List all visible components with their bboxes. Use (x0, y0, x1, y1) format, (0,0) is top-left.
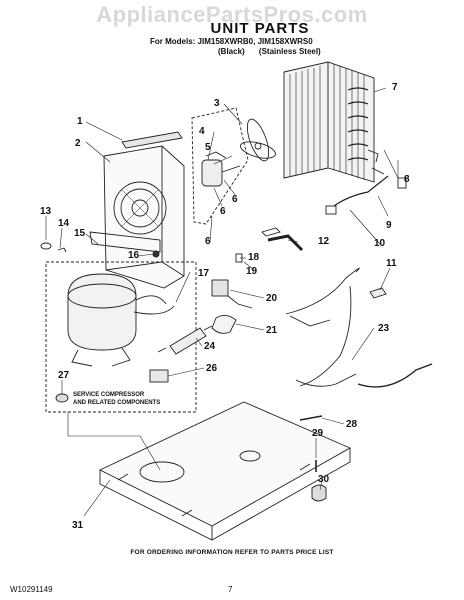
callout-30: 31 (72, 520, 84, 531)
condenser-coil (283, 61, 385, 183)
leveling-foot (311, 484, 327, 502)
gasket-strip (121, 131, 183, 149)
fan-blade (240, 118, 276, 162)
callout-20: 6 (220, 206, 226, 217)
page-title: UNIT PARTS (210, 20, 310, 37)
callout-8: 14 (58, 218, 70, 229)
callout-27: 15 (74, 228, 86, 239)
document-part-number: W10291149 (10, 585, 53, 594)
callout-3: 3 (214, 98, 220, 109)
models-block: For Models: JIM158XWRB0, JIM158XWRS0 (Bl… (150, 37, 390, 57)
callout-13: 28 (346, 419, 358, 430)
shroud-bracket (89, 231, 161, 253)
page-number: 7 (228, 585, 233, 594)
compressor (67, 273, 175, 367)
ordering-note: FOR ORDERING INFORMATION REFER TO PARTS … (130, 549, 334, 556)
callout-4: 6 (205, 236, 211, 247)
callout-16: 21 (266, 325, 278, 336)
callout-6-low: 29 (312, 428, 324, 439)
drier (157, 325, 213, 355)
callout-2: 1 (77, 116, 83, 127)
callout-15: 20 (266, 293, 278, 304)
grommet (40, 242, 52, 250)
service-note-line2: AND RELATED COMPONENTS (73, 400, 161, 406)
base-pan (98, 401, 352, 541)
service-note-line1: SERVICE COMPRESSOR (73, 392, 145, 398)
variant-stainless: (Stainless Steel) (258, 47, 321, 56)
callout-9: 13 (40, 206, 52, 217)
compressor-service-box (45, 261, 197, 413)
callout-24: 7 (392, 82, 398, 93)
variant-black: (Black) (218, 47, 245, 56)
callout-28: 11 (386, 258, 397, 269)
callout-numbers: 1 2 3 4 5 6 6 6 7 8 9 10 11 12 13 14 15 … (40, 82, 410, 531)
callout-23: 24 (204, 341, 216, 352)
watermark-text: AppliancePartsPros.com (96, 2, 368, 27)
water-tube (267, 234, 304, 252)
callout-18: 26 (206, 363, 218, 374)
fan-motor (201, 151, 241, 187)
callout-12: 18 (248, 252, 260, 263)
electrical-components (211, 253, 253, 334)
callout-11: 27 (58, 370, 70, 381)
callout-31: 6 (232, 194, 238, 205)
fan-motor-box (191, 107, 249, 225)
wire-harness (285, 175, 433, 388)
callout-19: 12 (318, 236, 330, 247)
callout-1: 2 (75, 138, 81, 149)
callout-7: 17 (198, 268, 210, 279)
service-compressor-note: SERVICE COMPRESSOR AND RELATED COMPONENT… (73, 391, 160, 407)
callout-21: 4 (199, 126, 205, 137)
compressor-foot (55, 393, 69, 403)
leader-lines (45, 87, 399, 517)
screw-13 (299, 415, 323, 421)
callout-10: 30 (318, 474, 330, 485)
models-line: For Models: JIM158XWRB0, JIM158XWRS0 (150, 37, 313, 46)
callout-6-top: 8 (404, 174, 410, 185)
callout-29: 5 (205, 142, 211, 153)
connector (261, 227, 281, 237)
fan-shroud (103, 145, 185, 289)
callout-6-mid: 16 (128, 250, 140, 261)
overload-relay (149, 369, 169, 383)
variants-line: (Black) (Stainless Steel) (150, 47, 390, 57)
clip (57, 247, 67, 253)
callout-17: 10 (374, 238, 386, 249)
callout-5: 23 (378, 323, 390, 334)
callout-26: 9 (386, 220, 392, 231)
callout-14: 19 (246, 266, 258, 277)
